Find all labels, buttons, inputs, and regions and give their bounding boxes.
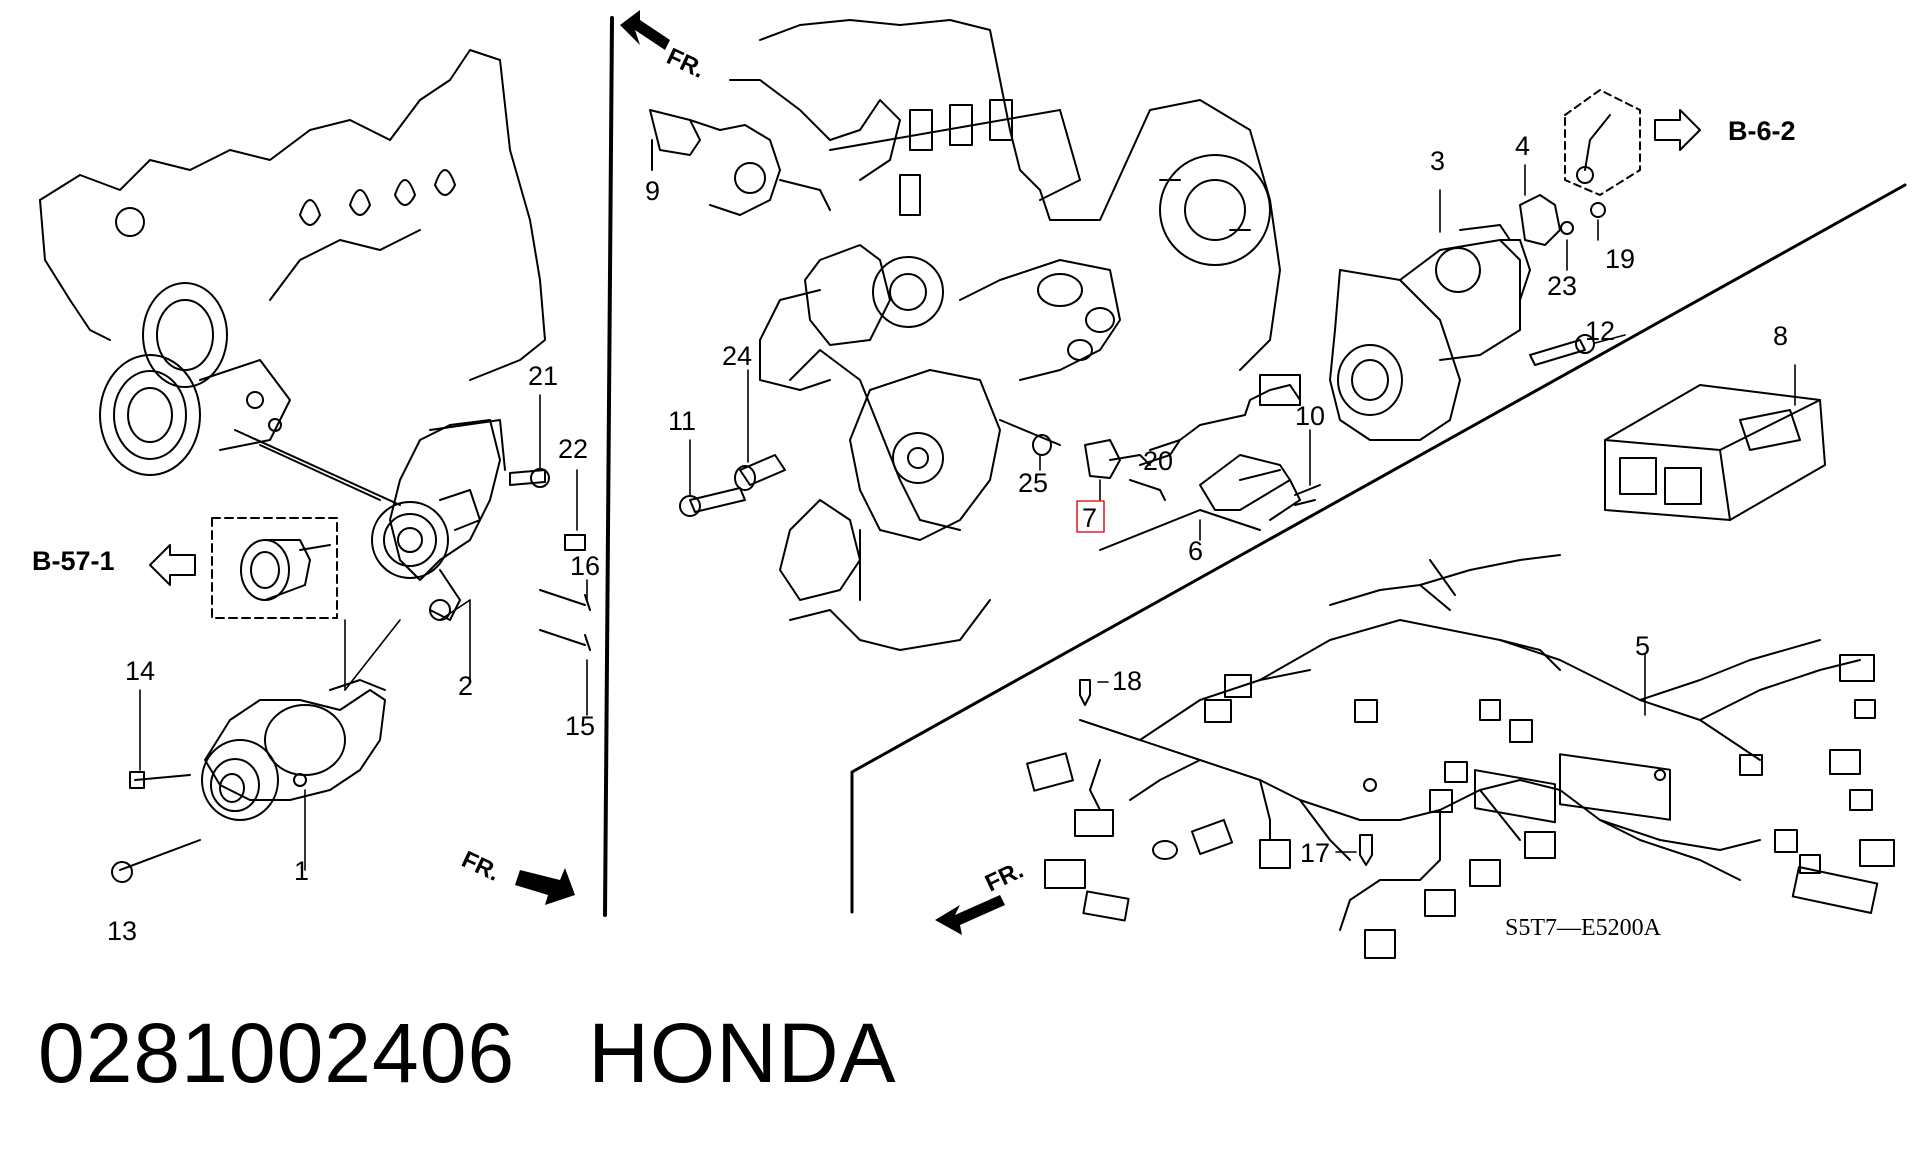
callout-14[interactable]: 14 [125,656,155,686]
callout-8[interactable]: 8 [1773,321,1788,351]
left-leaders [139,394,588,871]
callout-13[interactable]: 13 [107,916,137,946]
callout-15[interactable]: 15 [565,711,595,741]
callout-9[interactable]: 9 [645,176,660,206]
alternator [201,679,386,821]
dowel-24 [734,369,786,491]
solenoid-cap-4 [1519,164,1561,246]
wire-harness [1026,554,1895,959]
cable-b-6-2 [1584,114,1611,171]
callout-23[interactable]: 23 [1547,271,1577,301]
arrow-b-57-1 [149,544,196,586]
highlight-box-7 [1076,500,1105,533]
arrow-b-6-2 [1654,109,1701,151]
callout-1[interactable]: 1 [294,856,309,886]
reference-b-6-2[interactable]: B-6-2 [1728,116,1796,146]
sensor-7 [999,374,1301,501]
fr-arrow-left [515,868,575,905]
callout-22[interactable]: 22 [558,434,588,464]
engine-block-center [729,19,1281,651]
fr-arrow-harness [935,895,1005,935]
callout-2[interactable]: 2 [458,671,473,701]
part-caption: 0281002406 HONDA [38,1005,897,1102]
fr-arrow-top [620,10,670,50]
callout-4[interactable]: 4 [1515,131,1530,161]
left-bolts [111,468,591,883]
callout-21[interactable]: 21 [528,361,558,391]
callout-19[interactable]: 19 [1605,244,1635,274]
callout-11[interactable]: 11 [668,406,696,436]
reference-b-57-1[interactable]: B-57-1 [32,546,115,576]
bolts-17-18 [1079,679,1373,866]
fr-label-top: FR. [662,43,708,84]
callout-5[interactable]: 5 [1635,631,1650,661]
callout-18[interactable]: 18 [1112,666,1142,696]
panel-divider [603,16,614,917]
idler-pulley [240,539,331,601]
bolt-12 [1529,334,1626,366]
callout-16[interactable]: 16 [570,551,600,581]
brand-name: HONDA [588,1006,897,1100]
engine-block-left [39,49,546,476]
harness-panel-border [850,183,1907,914]
fr-label-harness: FR. [981,857,1027,898]
callout-7[interactable]: 7 [1082,503,1097,533]
diagram-code: S5T7—E5200A [1505,915,1662,941]
callout-24[interactable]: 24 [722,341,752,371]
tensioner-assembly [234,419,506,621]
callout-10[interactable]: 10 [1295,401,1325,431]
callout-3[interactable]: 3 [1430,146,1445,176]
bracket-6 [1099,429,1321,551]
bolt-11 [679,439,746,517]
fr-label-left: FR. [457,846,503,887]
callout-6[interactable]: 6 [1188,536,1203,566]
callout-20[interactable]: 20 [1143,446,1173,476]
exploded-view-drawing: B-57-1 B-6-2 FR. FR. FR. S5T7—E5200A 1 2… [32,10,1907,959]
starter-motor [1329,189,1531,441]
ecu-8 [1604,364,1826,521]
thermostat-housing [649,109,831,216]
callout-12[interactable]: 12 [1585,316,1615,346]
part-number: 0281002406 [38,1006,516,1100]
washer-23 [1560,221,1574,235]
b-6-2-box [1564,89,1641,196]
idler-pulley-box [211,517,338,619]
bolt-19 [1590,202,1606,241]
callout-25[interactable]: 25 [1018,468,1048,498]
callout-17[interactable]: 17 [1300,838,1330,868]
